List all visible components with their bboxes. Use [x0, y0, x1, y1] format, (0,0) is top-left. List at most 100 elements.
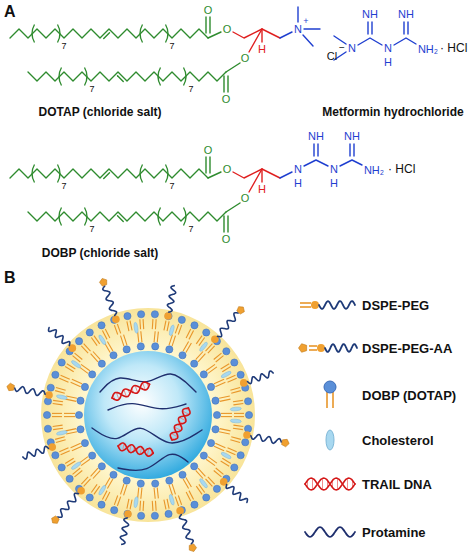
lipid-tail: [142, 501, 144, 511]
lipid-tail: [216, 468, 224, 474]
lipid-tail: [175, 497, 178, 506]
lipid-tail: [221, 364, 230, 369]
lipid-tail: [91, 468, 98, 476]
lipid-head: [213, 485, 220, 492]
lipid-tail: [72, 446, 82, 450]
lipid-tail: [124, 335, 127, 345]
lipid-bilayer: [41, 308, 255, 522]
lipid-tail: [157, 332, 158, 343]
lipid-head: [123, 346, 130, 353]
atom-label: N: [348, 43, 356, 54]
lipid-tail: [155, 501, 157, 511]
lipid-tail: [198, 354, 205, 362]
lipid-tail: [169, 485, 172, 495]
lipid-tail: [220, 429, 231, 431]
lipid-tail: [154, 488, 155, 499]
lipid-tail: [234, 416, 244, 417]
lipid-tail: [142, 319, 144, 329]
lipid-head: [223, 348, 230, 355]
lipid-tail: [233, 428, 243, 429]
peg-chain: [226, 485, 247, 503]
lipid-tail: [53, 404, 63, 405]
lipid-tail: [114, 495, 117, 504]
aa-ligand: [237, 307, 245, 314]
lipid-head: [242, 439, 249, 446]
lipid-tail: [139, 501, 141, 511]
subscript: 7: [61, 42, 66, 51]
bond: [226, 203, 240, 212]
peg-lipid-head: [317, 344, 325, 352]
lipid-tail: [138, 332, 139, 343]
lipid-head: [138, 311, 145, 318]
lipid-tail: [214, 379, 224, 383]
bond: [28, 72, 226, 81]
lipid-tail: [56, 440, 66, 443]
lipid-tail: [228, 378, 237, 382]
repeat-bracket: [184, 208, 187, 226]
bond: [297, 7, 298, 22]
lipid-tail: [169, 335, 172, 345]
lipid-head: [231, 464, 238, 471]
peg-lipid-head: [48, 443, 56, 451]
lipid-tail: [164, 321, 166, 331]
protamine: [92, 428, 202, 443]
bond: [209, 17, 210, 33]
lipid-head: [52, 371, 59, 378]
atom-label: NH: [398, 9, 414, 20]
dna-rung: [347, 478, 348, 489]
lipid-tail: [233, 400, 243, 401]
subscript: 7: [169, 182, 174, 191]
lipid-tail: [53, 400, 63, 401]
panel-letter: B: [4, 270, 16, 286]
lipid-head: [98, 501, 105, 508]
lipid-head: [77, 426, 84, 433]
lipid-head: [152, 343, 159, 350]
repeat-bracket: [59, 68, 62, 86]
lipid-head: [165, 510, 172, 517]
bond: [280, 32, 292, 38]
atom-label: O: [241, 53, 250, 64]
lipid-head: [75, 338, 82, 345]
lipid-tail: [55, 391, 65, 394]
lipid-head: [179, 471, 186, 478]
lipid-tail: [221, 416, 232, 417]
lipid-head: [98, 360, 105, 367]
lipid-head: [124, 313, 131, 320]
salt-label: · HCl: [388, 163, 415, 175]
lipid-tail: [66, 399, 77, 401]
lipid-tail: [326, 392, 328, 408]
dna-strand: [170, 408, 190, 440]
lipid-tail: [186, 329, 191, 338]
lipid-head: [110, 471, 117, 478]
lipid-tail: [105, 492, 110, 501]
bond: [208, 172, 221, 178]
lipid-tail: [309, 345, 317, 347]
bond: [367, 22, 368, 34]
cholesterol: [326, 430, 334, 450]
bond: [208, 32, 221, 38]
aa-ligand: [189, 544, 196, 552]
dobp-structure: [10, 144, 362, 232]
bond: [280, 172, 292, 178]
peg-chain: [218, 313, 239, 337]
atom-label: O: [222, 234, 231, 245]
bond: [223, 216, 224, 232]
lipid-head: [203, 494, 210, 501]
lipid-tail: [178, 495, 181, 504]
dna-strand: [112, 382, 150, 400]
atom-label: O: [223, 24, 232, 35]
lipid-tail: [127, 499, 129, 509]
peg-chain: [179, 515, 193, 544]
lipid-tail: [208, 457, 217, 463]
lipid-head: [44, 425, 51, 432]
lipid-head: [165, 313, 172, 320]
peg-chain: [251, 435, 281, 444]
lipid-tail: [196, 352, 203, 360]
lipid-tail: [208, 477, 215, 484]
lipid-tail: [121, 336, 124, 346]
bond: [10, 29, 208, 38]
lipid-head: [111, 507, 118, 514]
lipid-head: [212, 426, 219, 433]
lipid-tail: [155, 319, 157, 329]
peg-lipid-head: [243, 431, 251, 439]
